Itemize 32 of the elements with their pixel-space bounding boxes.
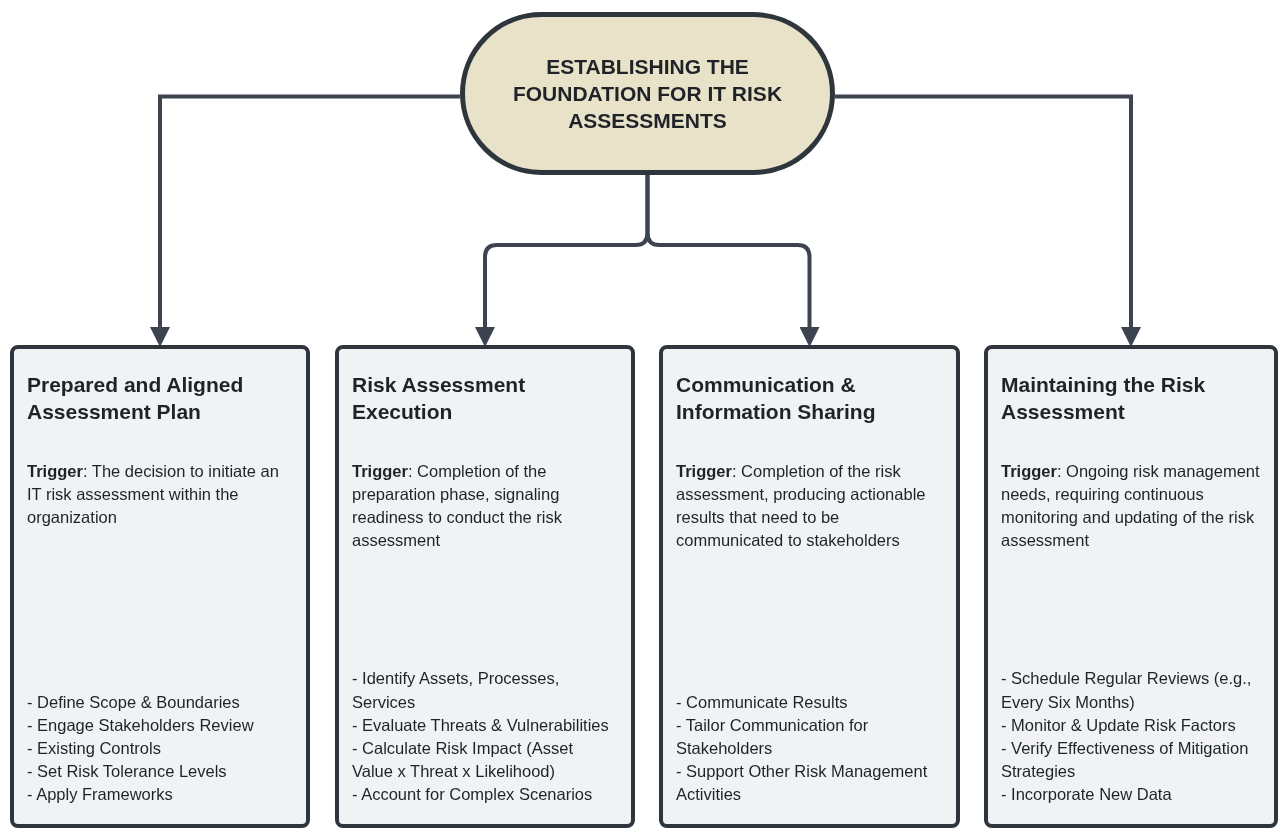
trigger-text: Trigger: The decision to initiate an IT risk assessment within the organization bbox=[27, 460, 280, 528]
phase-heading: Prepared and Aligned Assessment Plan bbox=[27, 372, 245, 426]
task-item: - Support Other Risk Management Activities bbox=[676, 760, 929, 805]
task-item: - Calculate Risk Impact (Asset Value x Threat x Likelihood) bbox=[352, 737, 574, 782]
task-item: - Apply Frameworks bbox=[27, 783, 174, 805]
trigger-text: Trigger: Ongoing risk management needs, requiring continuous monitoring and updating of the risk assessment bbox=[1001, 460, 1261, 551]
trigger-text: Trigger: Completion of the risk assessment, producing actionable results that need to be communicated to stakeholders bbox=[676, 460, 927, 551]
task-item: - Evaluate Threats & Vulnerabilities bbox=[352, 714, 610, 736]
connector-arrow bbox=[150, 94, 460, 347]
task-item: - Monitor & Update Risk Factors bbox=[1001, 714, 1237, 736]
title-text: ESTABLISHING THE FOUNDATION FOR IT RISK ASSESSMENTS bbox=[511, 53, 784, 135]
phase-heading: Risk Assessment Execution bbox=[352, 372, 527, 426]
phase-card bbox=[984, 345, 1278, 828]
task-item: - Communicate Results bbox=[676, 691, 849, 713]
connector-arrow bbox=[645, 175, 820, 347]
task-item: - Define Scope & Boundaries bbox=[27, 691, 241, 713]
task-item: - Account for Complex Scenarios bbox=[352, 783, 594, 805]
phase-card bbox=[335, 345, 635, 828]
phase-heading: Maintaining the Risk Assessment bbox=[1001, 372, 1207, 426]
task-item: - Set Risk Tolerance Levels bbox=[27, 760, 228, 782]
task-item: - Tailor Communication for Stakeholders bbox=[676, 714, 870, 759]
task-item: - Existing Controls bbox=[27, 737, 162, 759]
phase-heading: Communication & Information Sharing bbox=[676, 372, 877, 426]
task-item: - Incorporate New Data bbox=[1001, 783, 1173, 805]
task-item: - Identify Assets, Processes, Services bbox=[352, 668, 561, 713]
task-item: - Verify Effectiveness of Mitigation Strategies bbox=[1001, 737, 1250, 782]
phase-card bbox=[659, 345, 960, 828]
trigger-text: Trigger: Completion of the preparation phase, signaling readiness to conduct the risk assessment bbox=[352, 460, 564, 551]
connector-arrow bbox=[835, 94, 1141, 347]
task-item: - Schedule Regular Reviews (e.g., Every Six Months) bbox=[1001, 668, 1253, 713]
phase-card bbox=[10, 345, 310, 828]
task-item: - Engage Stakeholders Review bbox=[27, 714, 255, 736]
